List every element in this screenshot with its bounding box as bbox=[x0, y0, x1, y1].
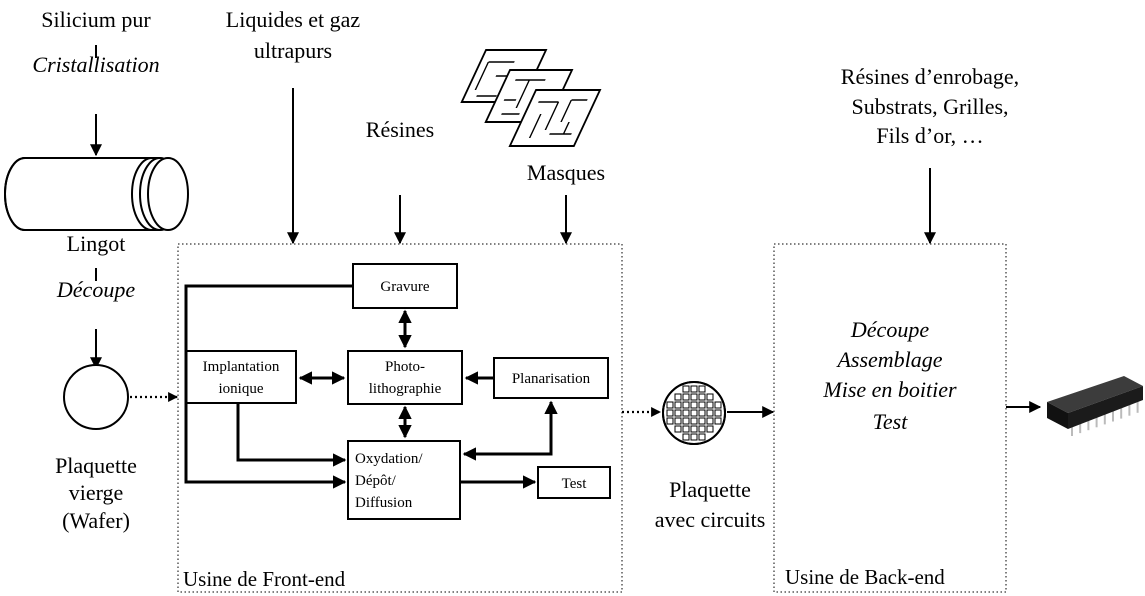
blank-wafer-label-1: Plaquette bbox=[55, 453, 137, 478]
test-box bbox=[537, 466, 611, 499]
photolithography-label-2: lithographie bbox=[369, 381, 442, 397]
blank-wafer-label-2: vierge bbox=[69, 480, 124, 505]
ingot-label: Lingot bbox=[67, 231, 126, 256]
packaged-chip-icon bbox=[1047, 376, 1143, 436]
processed-wafer-label-2: avec circuits bbox=[655, 507, 766, 532]
ingot-icon bbox=[4, 157, 189, 231]
silicon-label: Silicium pur bbox=[41, 7, 151, 32]
oxidation-label-2: Dépôt/ bbox=[355, 473, 397, 489]
oxidation-planarization-connector bbox=[462, 400, 558, 461]
backend-inputs-label-2: Substrats, Grilles, bbox=[851, 94, 1008, 119]
back-end-factory-frame bbox=[773, 243, 1007, 593]
blank-wafer-label-3: (Wafer) bbox=[62, 508, 130, 533]
resins-label: Résines bbox=[366, 117, 434, 142]
back-end-step-packaging: Mise en boitier bbox=[822, 377, 957, 402]
planarization-label: Planarisation bbox=[512, 371, 591, 387]
etching-label: Gravure bbox=[380, 279, 429, 295]
oxidation-box bbox=[347, 440, 461, 520]
oxidation-label-3: Diffusion bbox=[355, 495, 413, 511]
oxidation-label-1: Oxydation/ bbox=[355, 451, 423, 467]
blank-wafer-icon bbox=[63, 364, 129, 430]
implantation-label-2: ionique bbox=[219, 381, 264, 397]
backend-inputs-label-3: Fils d’or, … bbox=[876, 123, 983, 148]
liquids-label-2: ultrapurs bbox=[254, 38, 332, 63]
masks-label: Masques bbox=[527, 160, 605, 185]
processed-wafer-icon bbox=[662, 381, 726, 445]
photolithography-label-1: Photo- bbox=[385, 359, 425, 375]
crystallization-label: Cristallisation bbox=[32, 52, 159, 77]
back-end-step-cutting: Découpe bbox=[850, 317, 929, 342]
back-end-label: Usine de Back-end bbox=[785, 565, 945, 589]
cutting-label: Découpe bbox=[56, 277, 135, 302]
photolithography-box bbox=[347, 350, 463, 405]
planarization-box bbox=[493, 357, 609, 399]
processed-wafer-label-1: Plaquette bbox=[669, 477, 751, 502]
test-label: Test bbox=[562, 476, 588, 492]
implantation-label-1: Implantation bbox=[203, 359, 280, 375]
back-end-step-test: Test bbox=[873, 409, 909, 434]
etching-to-oxidation-connector bbox=[184, 284, 353, 489]
backend-inputs-label-1: Résines d’enrobage, bbox=[841, 64, 1019, 89]
masks-icon bbox=[460, 49, 602, 147]
front-end-label: Usine de Front-end bbox=[183, 567, 346, 591]
implantation-to-oxidation-connector bbox=[236, 403, 347, 467]
back-end-step-assembly: Assemblage bbox=[835, 347, 942, 372]
liquids-label-1: Liquides et gaz bbox=[226, 7, 361, 32]
